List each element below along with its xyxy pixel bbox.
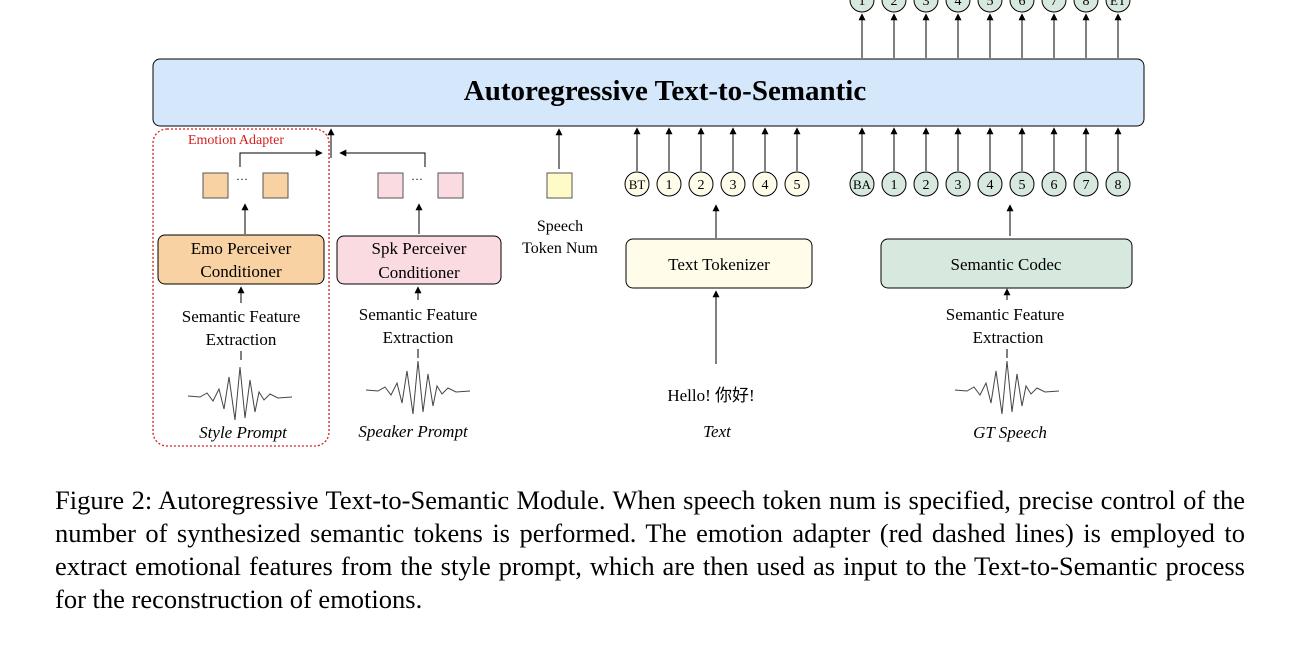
emo-conditioner-line1: Emo Perceiver — [191, 239, 292, 258]
emo-perceiver-conditioner — [157, 234, 325, 285]
text-token-label: 1 — [666, 178, 673, 193]
emo-embedding-square — [262, 172, 289, 199]
text-token-row: BT 1 2 3 4 5 — [624, 127, 810, 197]
output-token-circle — [945, 0, 971, 13]
output-token-label: 4 — [955, 0, 962, 9]
semantic-token-row: BA 1 2 3 4 5 6 7 8 — [849, 127, 1131, 197]
output-token-circle — [1041, 0, 1067, 13]
speech-token-square — [546, 172, 573, 199]
output-token-label: 5 — [987, 0, 994, 9]
spk-feature-line1: Semantic Feature — [359, 305, 478, 324]
architecture-diagram: 1 2 3 4 5 6 7 8 ET Autoregressive Text-to-Semant… — [152, 0, 1145, 447]
output-token-circle — [849, 0, 875, 13]
semantic-token-circle — [881, 171, 907, 197]
text-token-label: 5 — [794, 178, 801, 193]
output-token-label: 8 — [1083, 0, 1090, 9]
speech-token-num-line2: Token Num — [522, 240, 598, 257]
text-token-label: 3 — [730, 178, 737, 193]
text-label: Text — [703, 422, 732, 441]
semantic-token-label: 4 — [987, 178, 994, 193]
semantic-token-label: 5 — [1019, 178, 1026, 193]
output-token-label: 2 — [891, 0, 898, 9]
output-token-circle — [1009, 0, 1035, 13]
text-input-example: Hello! 你好! — [667, 386, 754, 405]
text-token-circle — [688, 171, 714, 197]
semantic-token-circle — [1105, 171, 1131, 197]
output-token-row: 1 2 3 4 5 6 7 8 ET — [849, 0, 1131, 13]
speaker-prompt-label: Speaker Prompt — [358, 422, 469, 441]
semantic-token-circle — [1009, 171, 1035, 197]
semantic-token-label: 8 — [1115, 178, 1122, 193]
gt-feature-line2: Extraction — [973, 328, 1044, 347]
spk-feature-line2: Extraction — [383, 328, 454, 347]
speaker-waveform-icon — [365, 360, 471, 415]
semantic-token-label: 7 — [1083, 178, 1090, 193]
semantic-codec-label: Semantic Codec — [951, 255, 1062, 274]
style-prompt-label: Style Prompt — [199, 423, 288, 442]
output-token-label: 1 — [859, 0, 866, 9]
semantic-token-circle — [945, 171, 971, 197]
semantic-token-circle — [1041, 171, 1067, 197]
semantic-token-label: 1 — [891, 178, 898, 193]
style-feature-line1: Semantic Feature — [182, 307, 301, 326]
spk-embedding-square — [377, 172, 404, 199]
output-token-label: 3 — [923, 0, 930, 9]
emotion-adapter-region — [152, 128, 330, 447]
text-token-label: 4 — [762, 178, 769, 193]
gt-feature-line1: Semantic Feature — [946, 305, 1065, 324]
spk-merge-line — [339, 149, 426, 167]
spk-ellipsis: ··· — [411, 172, 423, 186]
style-waveform-icon — [187, 366, 293, 421]
emo-merge-line — [239, 149, 323, 167]
semantic-token-label: 2 — [923, 178, 930, 193]
text-token-circle — [656, 171, 682, 197]
speech-token-num-line1: Speech — [537, 218, 583, 235]
semantic-token-label: BA — [853, 177, 872, 192]
semantic-token-circle — [977, 171, 1003, 197]
output-token-circle — [881, 0, 907, 13]
emotion-adapter-label: Emotion Adapter — [188, 133, 284, 148]
text-token-circle — [624, 171, 650, 197]
output-token-circle — [1073, 0, 1099, 13]
output-token-circle — [977, 0, 1003, 13]
spk-perceiver-conditioner — [336, 235, 502, 285]
output-token-label: 7 — [1051, 0, 1058, 9]
text-token-label: 2 — [698, 178, 705, 193]
gt-speech-waveform-icon — [954, 360, 1060, 415]
emo-embedding-square — [202, 172, 229, 199]
spk-embedding-square — [437, 172, 464, 199]
emo-conditioner-line2: Conditioner — [200, 262, 282, 281]
semantic-token-circle — [913, 171, 939, 197]
style-feature-line2: Extraction — [206, 330, 277, 349]
spk-conditioner-line2: Conditioner — [378, 263, 460, 282]
text-tokenizer — [625, 238, 813, 289]
text-token-circle — [720, 171, 746, 197]
main-block-title: Autoregressive Text-to-Semantic — [464, 75, 867, 107]
figure-caption: Figure 2: Autoregressive Text-to-Semanti… — [55, 485, 1245, 614]
output-arrows — [858, 13, 1122, 58]
spk-conditioner-line1: Spk Perceiver — [372, 239, 467, 258]
output-token-circle — [913, 0, 939, 13]
semantic-codec — [880, 238, 1133, 289]
text-to-semantic-block — [152, 58, 1145, 127]
semantic-token-circle — [1073, 171, 1099, 197]
emo-ellipsis: ··· — [236, 172, 248, 186]
text-token-circle — [784, 171, 810, 197]
gt-speech-label: GT Speech — [973, 423, 1047, 442]
output-token-label: 6 — [1019, 0, 1026, 9]
output-token-label: ET — [1110, 0, 1126, 8]
text-token-circle — [752, 171, 778, 197]
semantic-token-label: 3 — [955, 178, 962, 193]
text-tokenizer-label: Text Tokenizer — [668, 255, 770, 274]
text-token-label: BT — [629, 177, 646, 192]
semantic-token-label: 6 — [1051, 178, 1058, 193]
output-token-circle — [1105, 0, 1131, 13]
semantic-token-circle — [849, 171, 875, 197]
